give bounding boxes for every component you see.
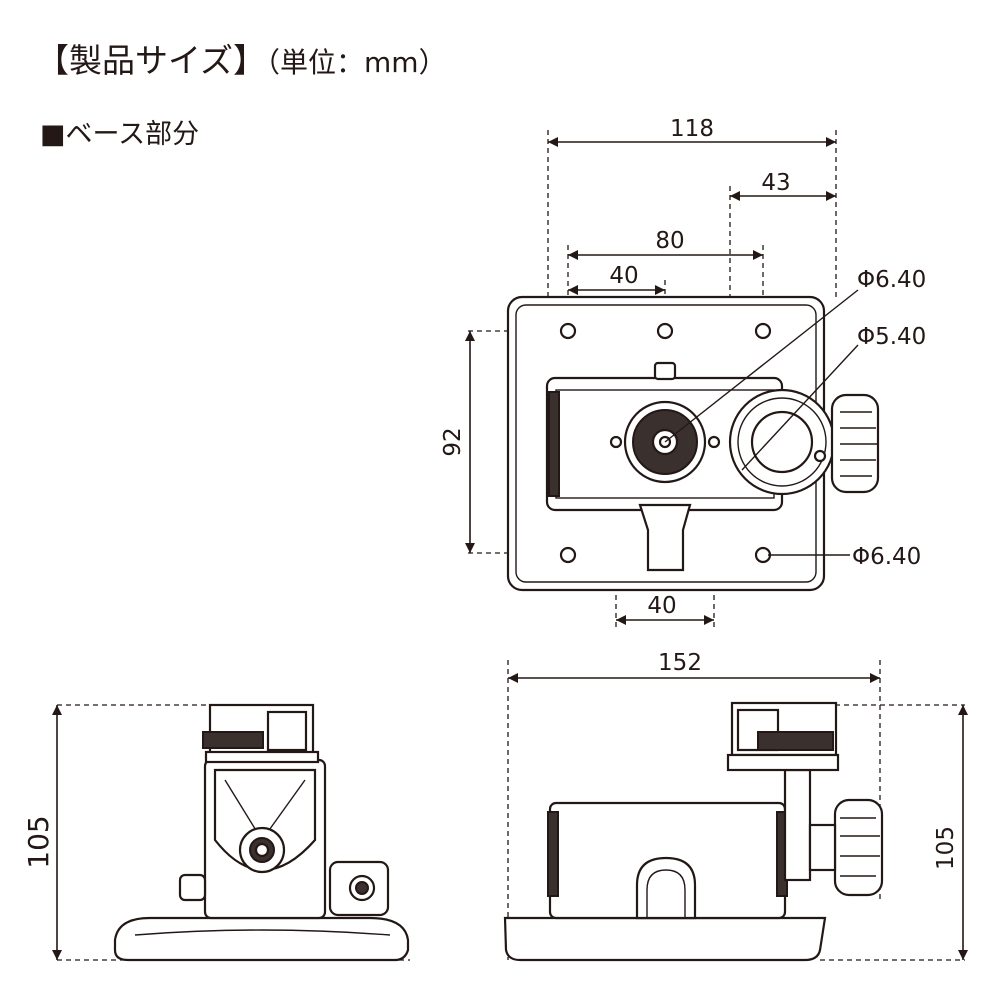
side-view: 105 (22, 703, 410, 962)
corner-hole (754, 322, 772, 340)
corner-hole (559, 322, 577, 340)
callout-ring-hole: Φ5.40 (857, 324, 926, 350)
dimension-lines (465, 137, 859, 625)
callout-center-hole: Φ6.40 (857, 267, 926, 293)
front-knob (833, 798, 884, 897)
dim-hole-span-80: 80 (655, 228, 684, 254)
side-dim-height-105: 105 (22, 815, 55, 868)
front-view: 152 105 (503, 650, 968, 962)
corner-hole (656, 322, 674, 340)
top-view: 118 43 80 40 92 40 Φ6.40 Φ5.40 Φ6.40 (440, 116, 926, 630)
front-dim-height-105: 105 (933, 826, 959, 870)
dim-height-92: 92 (440, 427, 466, 456)
callout-corner-hole: Φ6.40 (852, 544, 921, 570)
section-label: ■ベース部分 (40, 119, 200, 150)
title-main: 【製品サイズ】 (36, 41, 267, 80)
front-dim-width-152: 152 (658, 650, 702, 676)
dim-hole-half-40: 40 (609, 263, 638, 289)
dim-offset-43: 43 (761, 170, 790, 196)
dim-center-span-40: 40 (647, 593, 676, 619)
page-title: 【製品サイズ】（単位：mm） (36, 34, 447, 82)
corner-hole (754, 546, 772, 564)
dim-width-118: 118 (670, 116, 714, 142)
corner-hole (559, 546, 577, 564)
title-unit: （単位：mm） (266, 46, 447, 79)
base-plate (506, 295, 880, 592)
